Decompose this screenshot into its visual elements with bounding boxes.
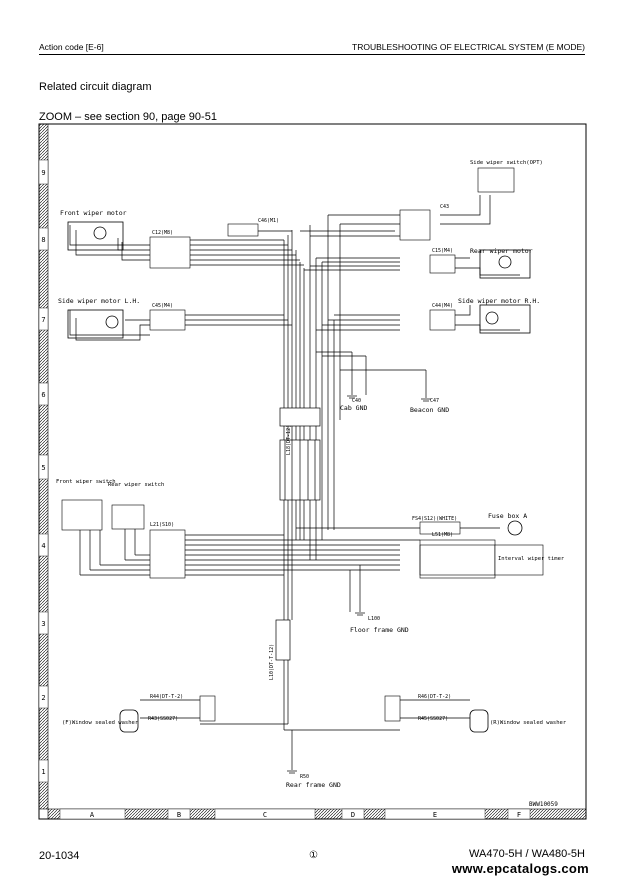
label-side-wiper-motor-lh: Side wiper motor L.H. — [58, 297, 140, 305]
row-5: 5 — [41, 464, 45, 472]
row-9: 9 — [41, 169, 45, 177]
section-title: Related circuit diagram — [39, 81, 152, 93]
col-f: F — [517, 811, 521, 819]
label-c43: C43 — [440, 204, 449, 210]
label-beacon-gnd: Beacon GND — [410, 406, 449, 414]
label-c40: C40 — [352, 398, 361, 404]
header-section-title: TROUBLESHOOTING OF ELECTRICAL SYSTEM (E … — [352, 42, 585, 52]
row-7: 7 — [41, 316, 45, 324]
label-f-window-washer: (F)Window sealed washer — [62, 720, 139, 726]
footer-model: WA470-5H / WA480-5H — [469, 848, 585, 860]
label-c12: C12(M8) — [152, 230, 173, 236]
label-l100: L100 — [368, 616, 380, 622]
label-c47: C47 — [430, 398, 439, 404]
label-front-wiper-switch: Front wiper switch — [56, 479, 116, 485]
ground-symbols — [287, 395, 431, 774]
label-r44: R44(DT-T-2) — [150, 694, 183, 700]
col-d: D — [351, 811, 355, 819]
switch-boxes — [61, 167, 544, 576]
label-r-window-washer: (R)Window sealed washer — [490, 720, 567, 726]
row-labels: 9 8 7 6 5 4 3 2 1 — [38, 159, 49, 783]
label-c15: C15(M4) — [432, 248, 453, 254]
row-4: 4 — [41, 542, 45, 550]
row-3: 3 — [41, 620, 45, 628]
col-labels: A B C D E F — [59, 808, 531, 820]
label-r46: R46(DT-T-2) — [418, 694, 451, 700]
connector-blocks — [149, 209, 496, 722]
row-6: 6 — [41, 391, 45, 399]
label-rear-wiper-motor: Rear wiper motor — [470, 247, 533, 255]
label-fuse-box: Fuse box A — [488, 512, 527, 520]
component-labels: Side wiper switch(OPT) Front wiper motor… — [56, 160, 567, 789]
label-l21: L21(S10) — [150, 522, 174, 528]
label-cab-gnd: Cab GND — [340, 404, 367, 412]
label-interval-timer: Interval wiper timer — [498, 556, 565, 562]
col-c: C — [263, 811, 267, 819]
harness-junction — [275, 407, 321, 661]
label-r45: R45(SS027) — [418, 716, 448, 722]
motor-symbols — [67, 221, 531, 733]
label-fs4: FS4(S12)(WHITE) — [412, 516, 457, 522]
footer-site: www.epcatalogs.com — [451, 861, 589, 876]
label-rear-wiper-switch: Rear wiper switch — [108, 482, 164, 488]
label-rear-frame-gnd: Rear frame GND — [286, 781, 341, 789]
label-r50: R50 — [300, 774, 309, 780]
label-r-trunk: L10(DT-T-12) — [269, 644, 275, 680]
col-a: A — [90, 811, 95, 819]
label-c46: C46(M1) — [258, 218, 279, 224]
label-side-wiper-switch: Side wiper switch(OPT) — [470, 160, 543, 166]
col-e: E — [433, 811, 437, 819]
header-action-code: Action code [E-6] — [39, 42, 104, 52]
row-8: 8 — [41, 236, 45, 244]
header-rule — [39, 54, 585, 55]
label-c45: C45(M4) — [152, 303, 173, 309]
footer-revision: ① — [309, 850, 318, 861]
label-side-wiper-motor-rh: Side wiper motor R.H. — [458, 297, 540, 305]
label-drawing-no: BWW10059 — [529, 801, 558, 808]
zoom-note: ZOOM – see section 90, page 90-51 — [39, 111, 217, 123]
col-b: B — [177, 811, 181, 819]
row-1: 1 — [41, 768, 45, 776]
label-l-trunk: L18(DT-12) — [286, 425, 292, 455]
label-front-wiper-motor: Front wiper motor — [60, 209, 127, 217]
label-r43: R43(SS027) — [148, 716, 178, 722]
connector-labels: C12(M8) C46(M1) C43 C15(M4) C45(M4) C44(… — [148, 204, 558, 808]
bottom-border — [47, 808, 587, 820]
label-floor-frame-gnd: Floor frame GND — [350, 626, 409, 634]
label-c44: C44(M4) — [432, 303, 453, 309]
footer-page-number: 20-1034 — [39, 850, 80, 862]
row-2: 2 — [41, 694, 45, 702]
label-l51: L51(M8) — [432, 532, 453, 538]
